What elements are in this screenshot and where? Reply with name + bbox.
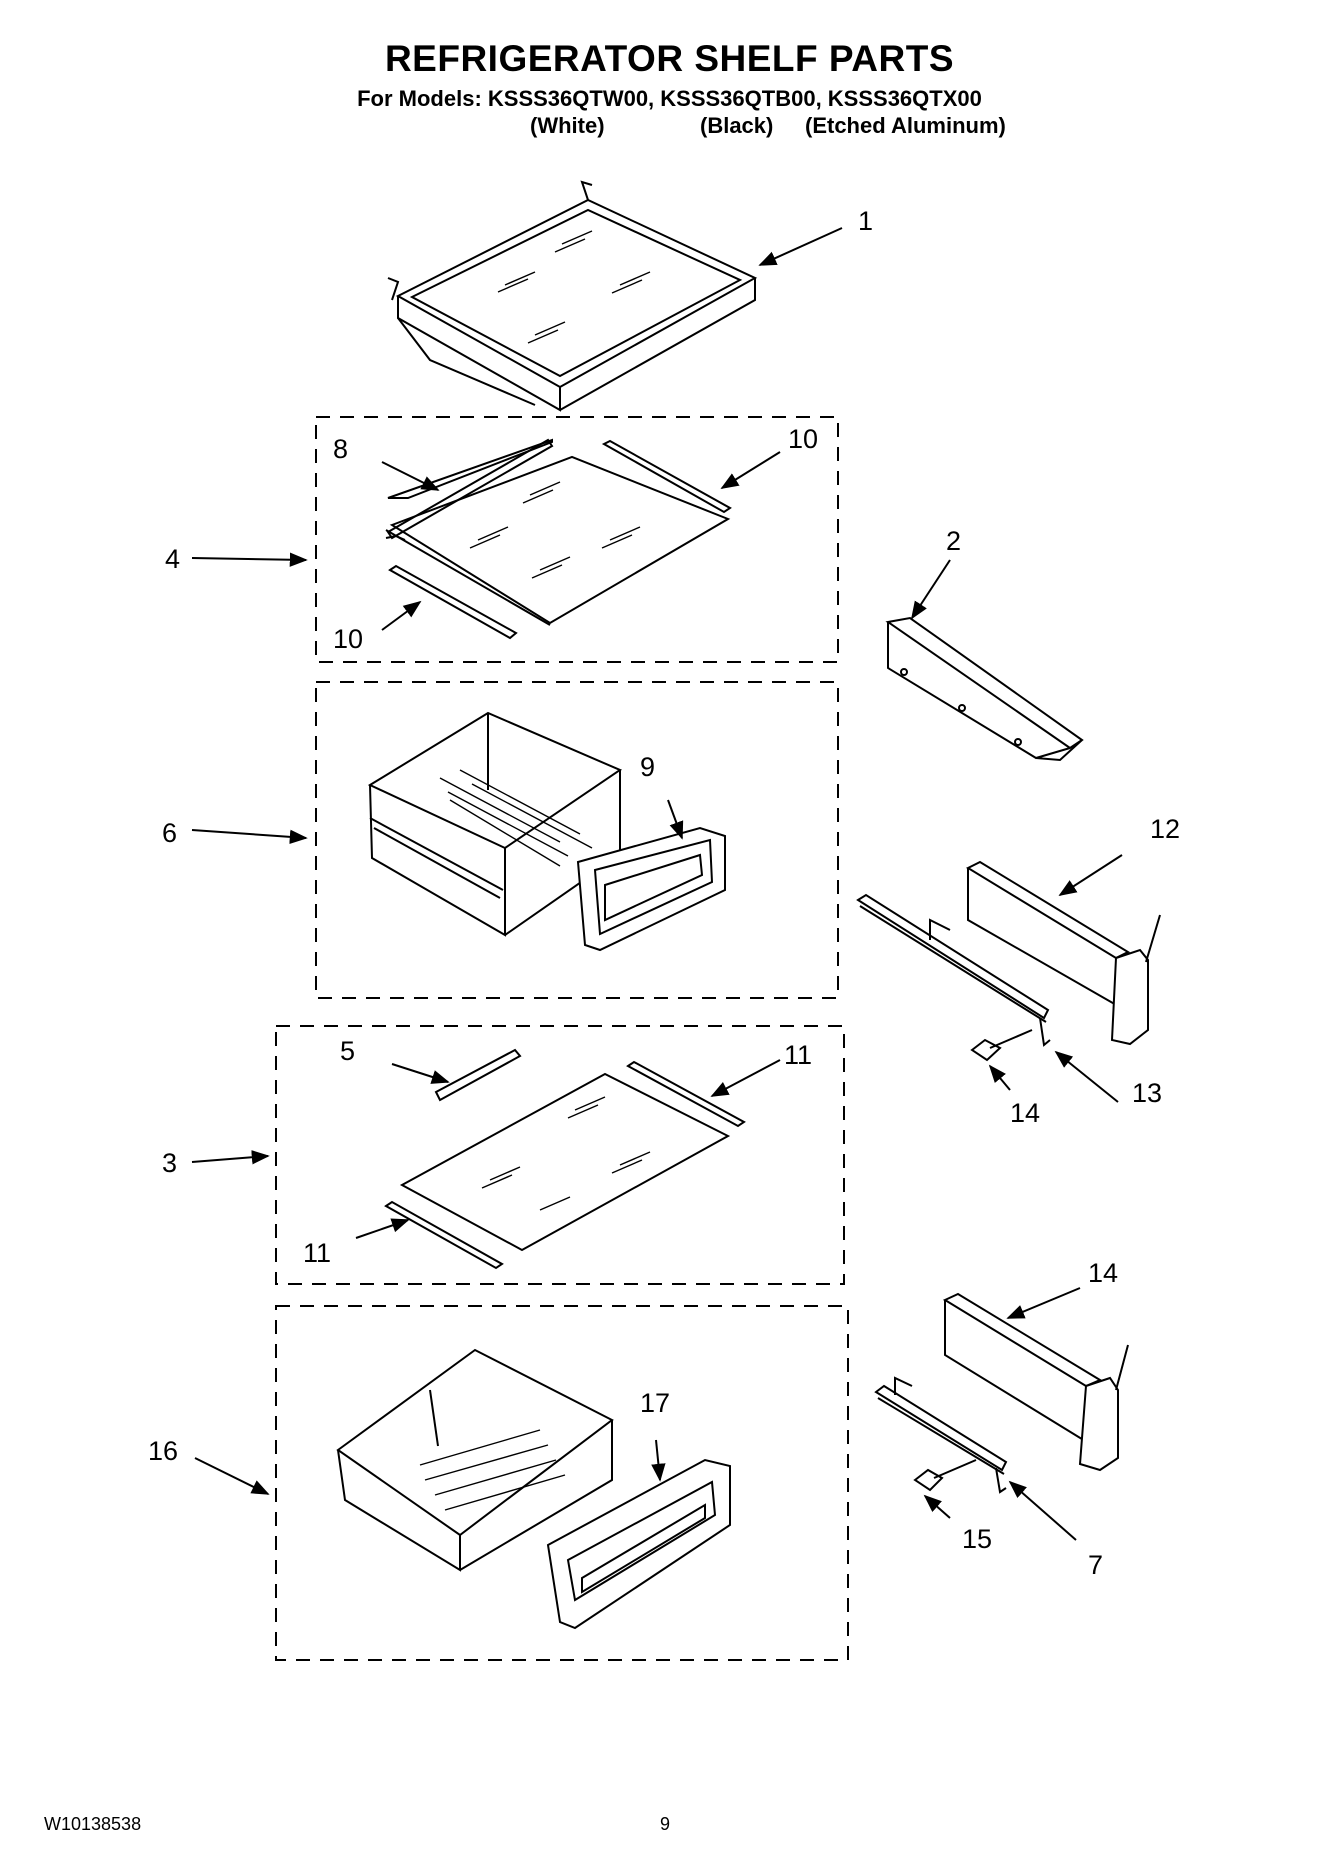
trim-10-rear — [601, 439, 732, 514]
leader-8 — [381, 461, 440, 491]
leader-5 — [391, 1063, 450, 1084]
leader-10a — [720, 451, 781, 489]
slide-bracket-12 — [965, 860, 1161, 1046]
page-title: REFRIGERATOR SHELF PARTS — [384, 38, 955, 79]
leader-2 — [911, 559, 951, 620]
trim-8 — [386, 438, 554, 540]
leader-14b — [1006, 1287, 1081, 1319]
callout-13: 13 — [1132, 1078, 1162, 1108]
leader-4 — [191, 552, 308, 567]
leader-11b — [355, 1218, 410, 1239]
callout-10a: 10 — [788, 424, 818, 454]
leader-11a — [710, 1059, 781, 1097]
screw-15 — [913, 1459, 977, 1492]
leader-17 — [651, 1439, 666, 1482]
color-black-label: (Black) — [700, 113, 774, 138]
leader-6 — [191, 829, 308, 845]
leader-10b — [381, 600, 422, 631]
leader-14a — [988, 1064, 1011, 1091]
leader-9 — [667, 799, 684, 840]
color-aluminum-label: (Etched Aluminum) — [805, 113, 1006, 138]
callout-11b: 11 — [303, 1238, 331, 1268]
group-box-16 — [275, 1305, 849, 1661]
callout-14b: 14 — [1088, 1258, 1118, 1288]
callout-11a: 11 — [784, 1040, 812, 1070]
glass-shelf-3 — [384, 1048, 746, 1270]
callout-9: 9 — [640, 752, 655, 782]
callout-2: 2 — [946, 526, 961, 556]
screw-14-upper — [970, 1029, 1033, 1062]
group-box-3 — [275, 1025, 845, 1285]
models-line: For Models: KSSS36QTW00, KSSS36QTB00, KS… — [357, 86, 982, 111]
slide-rail-7 — [874, 1376, 1008, 1494]
drawer-cover-17 — [546, 1458, 731, 1630]
callout-7: 7 — [1088, 1550, 1103, 1580]
slide-bracket-14 — [942, 1292, 1129, 1472]
callout-12: 12 — [1150, 814, 1180, 844]
callout-8: 8 — [333, 434, 348, 464]
leader-7 — [1008, 1480, 1077, 1541]
callout-3: 3 — [162, 1148, 177, 1178]
leader-13 — [1054, 1050, 1119, 1103]
leader-3 — [191, 1150, 270, 1165]
trim-11-front — [384, 1200, 504, 1270]
callout-4: 4 — [165, 544, 180, 574]
document-number: W10138538 — [44, 1814, 142, 1834]
callout-14a: 14 — [1010, 1098, 1040, 1128]
color-white-label: (White) — [530, 113, 605, 138]
callout-5: 5 — [340, 1036, 355, 1066]
glass-shelf-4 — [385, 438, 732, 640]
callout-15: 15 — [962, 1524, 992, 1554]
leader-16 — [194, 1457, 270, 1495]
trim-5 — [434, 1048, 522, 1102]
trim-11-rear — [626, 1060, 746, 1128]
page-number: 9 — [660, 1814, 671, 1834]
callout-16: 16 — [148, 1436, 178, 1466]
callout-17: 17 — [640, 1388, 670, 1418]
deli-drawer-16 — [336, 1348, 614, 1572]
crisper-cover-9 — [576, 826, 726, 952]
cover-2 — [885, 616, 1084, 762]
callout-10b: 10 — [333, 624, 363, 654]
slide-rail-13 — [856, 893, 1051, 1047]
trim-10-front — [388, 564, 518, 640]
callout-6: 6 — [162, 818, 177, 848]
group-box-6 — [315, 681, 839, 999]
leader-1 — [758, 227, 843, 266]
leader-15 — [923, 1494, 951, 1519]
shelf-assembly-1 — [387, 180, 758, 412]
leader-12 — [1058, 854, 1123, 896]
crisper-drawer-6 — [367, 711, 623, 937]
callout-1: 1 — [858, 206, 873, 236]
